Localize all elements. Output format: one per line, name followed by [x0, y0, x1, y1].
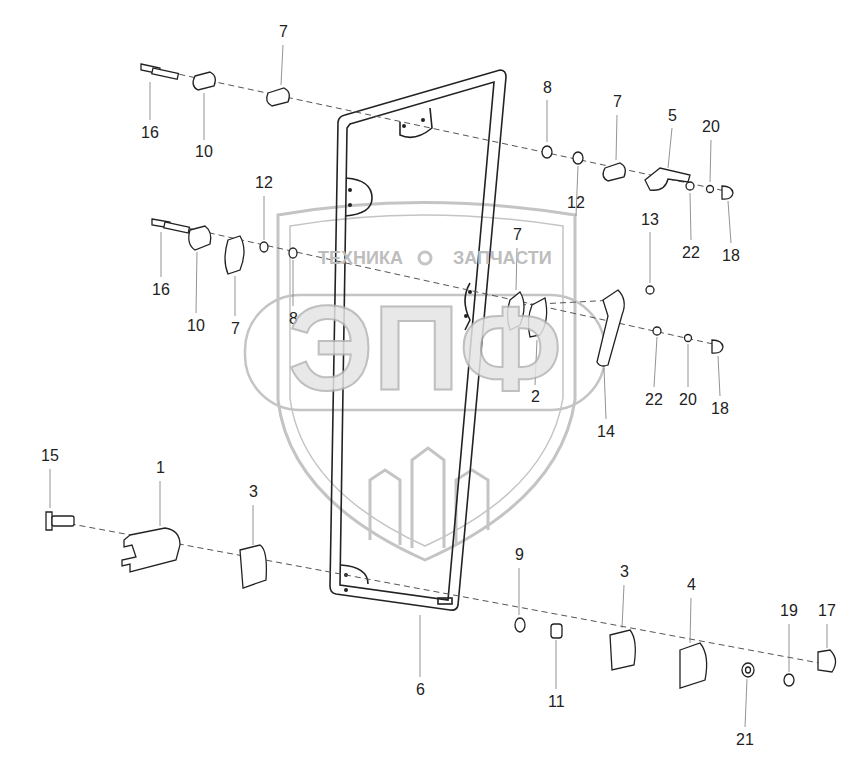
callout-number: 7 — [231, 321, 240, 337]
callout-number: 6 — [416, 682, 425, 698]
watermark-text: ТЕХНИКА — [318, 249, 403, 267]
callout-number: 18 — [711, 401, 729, 417]
callout-number: 14 — [597, 424, 615, 440]
callout-number: 11 — [548, 694, 565, 710]
watermark-text: ЗАПЧАСТИ — [453, 249, 552, 267]
callout-number: 2 — [531, 389, 540, 405]
callout-number: 16 — [152, 282, 170, 298]
callout-number: 1 — [156, 460, 165, 476]
callout-number: 9 — [515, 547, 524, 563]
watermark-text: ЭПФ — [288, 288, 562, 408]
callout-number: 5 — [668, 108, 677, 124]
callout-number: 17 — [818, 603, 836, 619]
callout-number: 3 — [620, 564, 629, 580]
callout-number: 7 — [613, 94, 622, 110]
callout-number: 12 — [567, 195, 585, 211]
callout-number: 13 — [641, 212, 659, 228]
callout-number: 8 — [543, 80, 552, 96]
callout-number: 10 — [195, 144, 213, 160]
callout-number: 16 — [141, 125, 159, 141]
callout-number: 18 — [722, 248, 740, 264]
callout-number: 20 — [679, 392, 697, 408]
callout-number: 19 — [780, 603, 798, 619]
callout-number: 7 — [279, 24, 288, 40]
callout-number: 12 — [255, 175, 273, 191]
callout-number: 3 — [249, 484, 258, 500]
callout-number: 15 — [41, 448, 59, 464]
callout-number: 10 — [187, 318, 205, 334]
callout-number: 21 — [736, 732, 754, 748]
callout-number: 22 — [645, 392, 663, 408]
callout-number: 22 — [682, 245, 700, 261]
callout-number: 7 — [513, 227, 522, 243]
callout-number: 4 — [687, 577, 696, 593]
callout-number: 20 — [702, 119, 720, 135]
